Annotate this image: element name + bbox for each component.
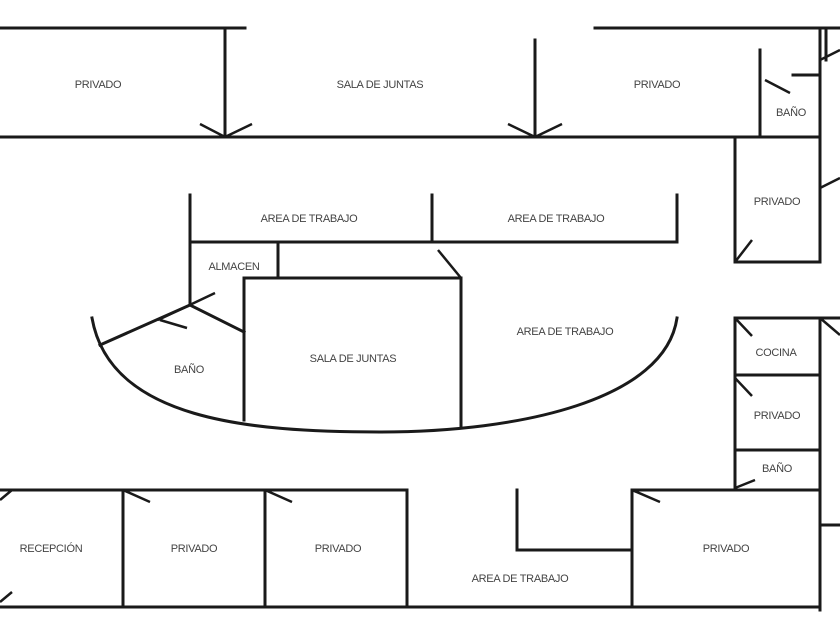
room-label: AREA DE TRABAJO: [508, 213, 606, 225]
room-label: SALA DE JUNTAS: [310, 353, 397, 365]
room-label: RECEPCIÓN: [20, 542, 83, 555]
room-label: PRIVADO: [703, 543, 750, 555]
room-label: AREA DE TRABAJO: [472, 573, 570, 585]
room-label: PRIVADO: [171, 543, 218, 555]
room-label: PRIVADO: [754, 410, 801, 422]
room-label: PRIVADO: [75, 79, 122, 91]
room-label: PRIVADO: [754, 196, 801, 208]
room-label: BAÑO: [174, 363, 205, 376]
room-label: COCINA: [756, 347, 798, 359]
room-label: BAÑO: [762, 462, 793, 475]
room-labels: PRIVADO SALA DE JUNTAS PRIVADO BAÑO PRIV…: [20, 79, 807, 585]
room-label: PRIVADO: [634, 79, 681, 91]
doors: [0, 48, 840, 603]
room-label: SALA DE JUNTAS: [337, 79, 424, 91]
room-label: AREA DE TRABAJO: [261, 213, 359, 225]
room-label: PRIVADO: [315, 543, 362, 555]
walls: [0, 26, 840, 612]
room-label: BAÑO: [776, 106, 807, 119]
room-label: ALMACEN: [208, 261, 259, 273]
room-label: AREA DE TRABAJO: [517, 326, 615, 338]
